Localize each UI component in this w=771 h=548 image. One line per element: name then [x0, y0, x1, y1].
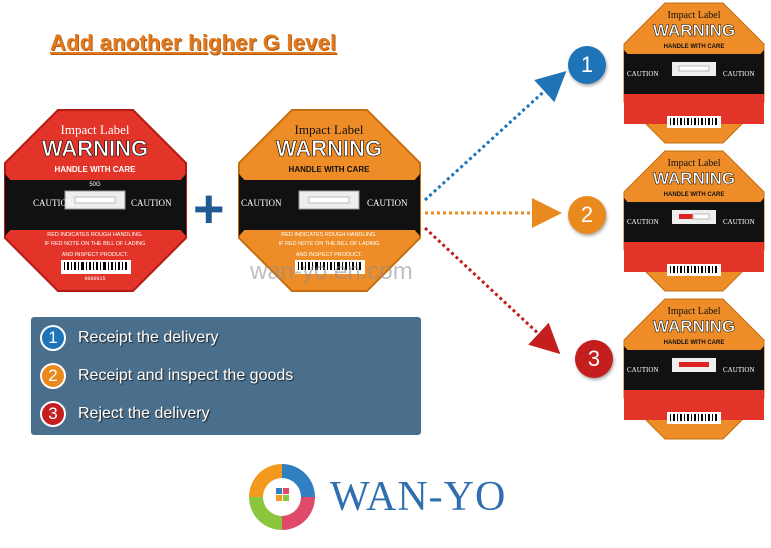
caution-left-text: CAUTION — [241, 198, 282, 208]
warning-text: WARNING — [653, 317, 735, 336]
brand-name: WAN-YO — [330, 474, 507, 520]
caution-left-text: CAUTION — [627, 70, 659, 78]
caution-right-text: CAUTION — [723, 218, 755, 226]
result-label-orange: Impact Label WARNING HANDLE WITH CARE CA… — [623, 150, 765, 292]
warning-text: WARNING — [653, 169, 735, 188]
caution-left-text: CAUTION — [627, 366, 659, 374]
step-2-icon: 2 — [40, 363, 66, 389]
impact-label-text: Impact Label — [667, 10, 720, 21]
legend-panel: 1 Receipt the delivery 2 Receipt and ins… — [31, 317, 421, 435]
legend-item-1: 1 Receipt the delivery — [40, 325, 219, 351]
handle-text: HANDLE WITH CARE — [289, 165, 371, 174]
notice-1-text: RED INDICATES ROUGH HANDLING. — [47, 232, 143, 238]
handle-text: HANDLE WITH CARE — [664, 340, 725, 346]
caution-right-text: CAUTION — [367, 198, 408, 208]
step-1-badge: 1 — [568, 46, 606, 84]
result-label-blue: Impact Label WARNING HANDLE WITH CARE CA… — [623, 2, 765, 144]
impact-label-text: Impact Label — [667, 158, 720, 169]
warning-text: WARNING — [42, 136, 148, 161]
impact-label-text: Impact Label — [61, 122, 130, 137]
step-2-badge: 2 — [568, 196, 606, 234]
caution-left-text: CAUTION — [33, 198, 74, 208]
wan-yo-logo-icon — [243, 460, 321, 539]
plus-sign: + — [193, 179, 225, 239]
page-title: Add another higher G level — [50, 30, 337, 55]
step-3-icon: 3 — [40, 401, 66, 427]
caution-left-text: CAUTION — [627, 218, 659, 226]
caution-right-text: CAUTION — [723, 366, 755, 374]
arrow-to-step-1 — [423, 70, 567, 202]
warning-text: WARNING — [276, 136, 382, 161]
notice-3-text: AND INSPECT PRODUCT. — [62, 252, 129, 258]
notice-2-text: IF RED NOTE ON THE BILL OF LADING — [45, 241, 146, 247]
arrow-to-step-3 — [423, 226, 561, 355]
notice-2-text: IF RED NOTE ON THE BILL OF LADING — [279, 241, 380, 247]
impact-label-text: Impact Label — [295, 122, 364, 137]
handle-text: HANDLE WITH CARE — [664, 192, 725, 198]
legend-item-3: 3 Reject the delivery — [40, 401, 210, 427]
handle-text: HANDLE WITH CARE — [55, 165, 137, 174]
watermark: wan-yo.en.com — [250, 258, 413, 285]
step-3-badge: 3 — [575, 340, 613, 378]
caution-right-text: CAUTION — [723, 70, 755, 78]
g-value-text: 50G — [89, 182, 101, 188]
legend-item-2: 2 Receipt and inspect the goods — [40, 363, 293, 389]
notice-3-text: AND INSPECT PRODUCT. — [296, 252, 363, 258]
step-1-icon: 1 — [40, 325, 66, 351]
legend-text-2: Receipt and inspect the goods — [78, 367, 294, 384]
result-label-red: Impact Label WARNING HANDLE WITH CARE CA… — [623, 298, 765, 440]
orange-impact-label: Impact Label WARNING HANDLE WITH CARE CA… — [237, 108, 422, 293]
notice-1-text: RED INDICATES ROUGH HANDLING. — [281, 232, 377, 238]
impact-label-text: Impact Label — [667, 306, 720, 317]
warning-text: WARNING — [653, 21, 735, 40]
caution-right-text: CAUTION — [131, 198, 172, 208]
serial-text: 0000015 — [84, 276, 105, 282]
handle-text: HANDLE WITH CARE — [664, 44, 725, 50]
red-impact-label: Impact Label WARNING HANDLE WITH CARE 50… — [3, 108, 188, 293]
legend-text-1: Receipt the delivery — [78, 329, 219, 346]
legend-text-3: Reject the delivery — [78, 405, 210, 422]
